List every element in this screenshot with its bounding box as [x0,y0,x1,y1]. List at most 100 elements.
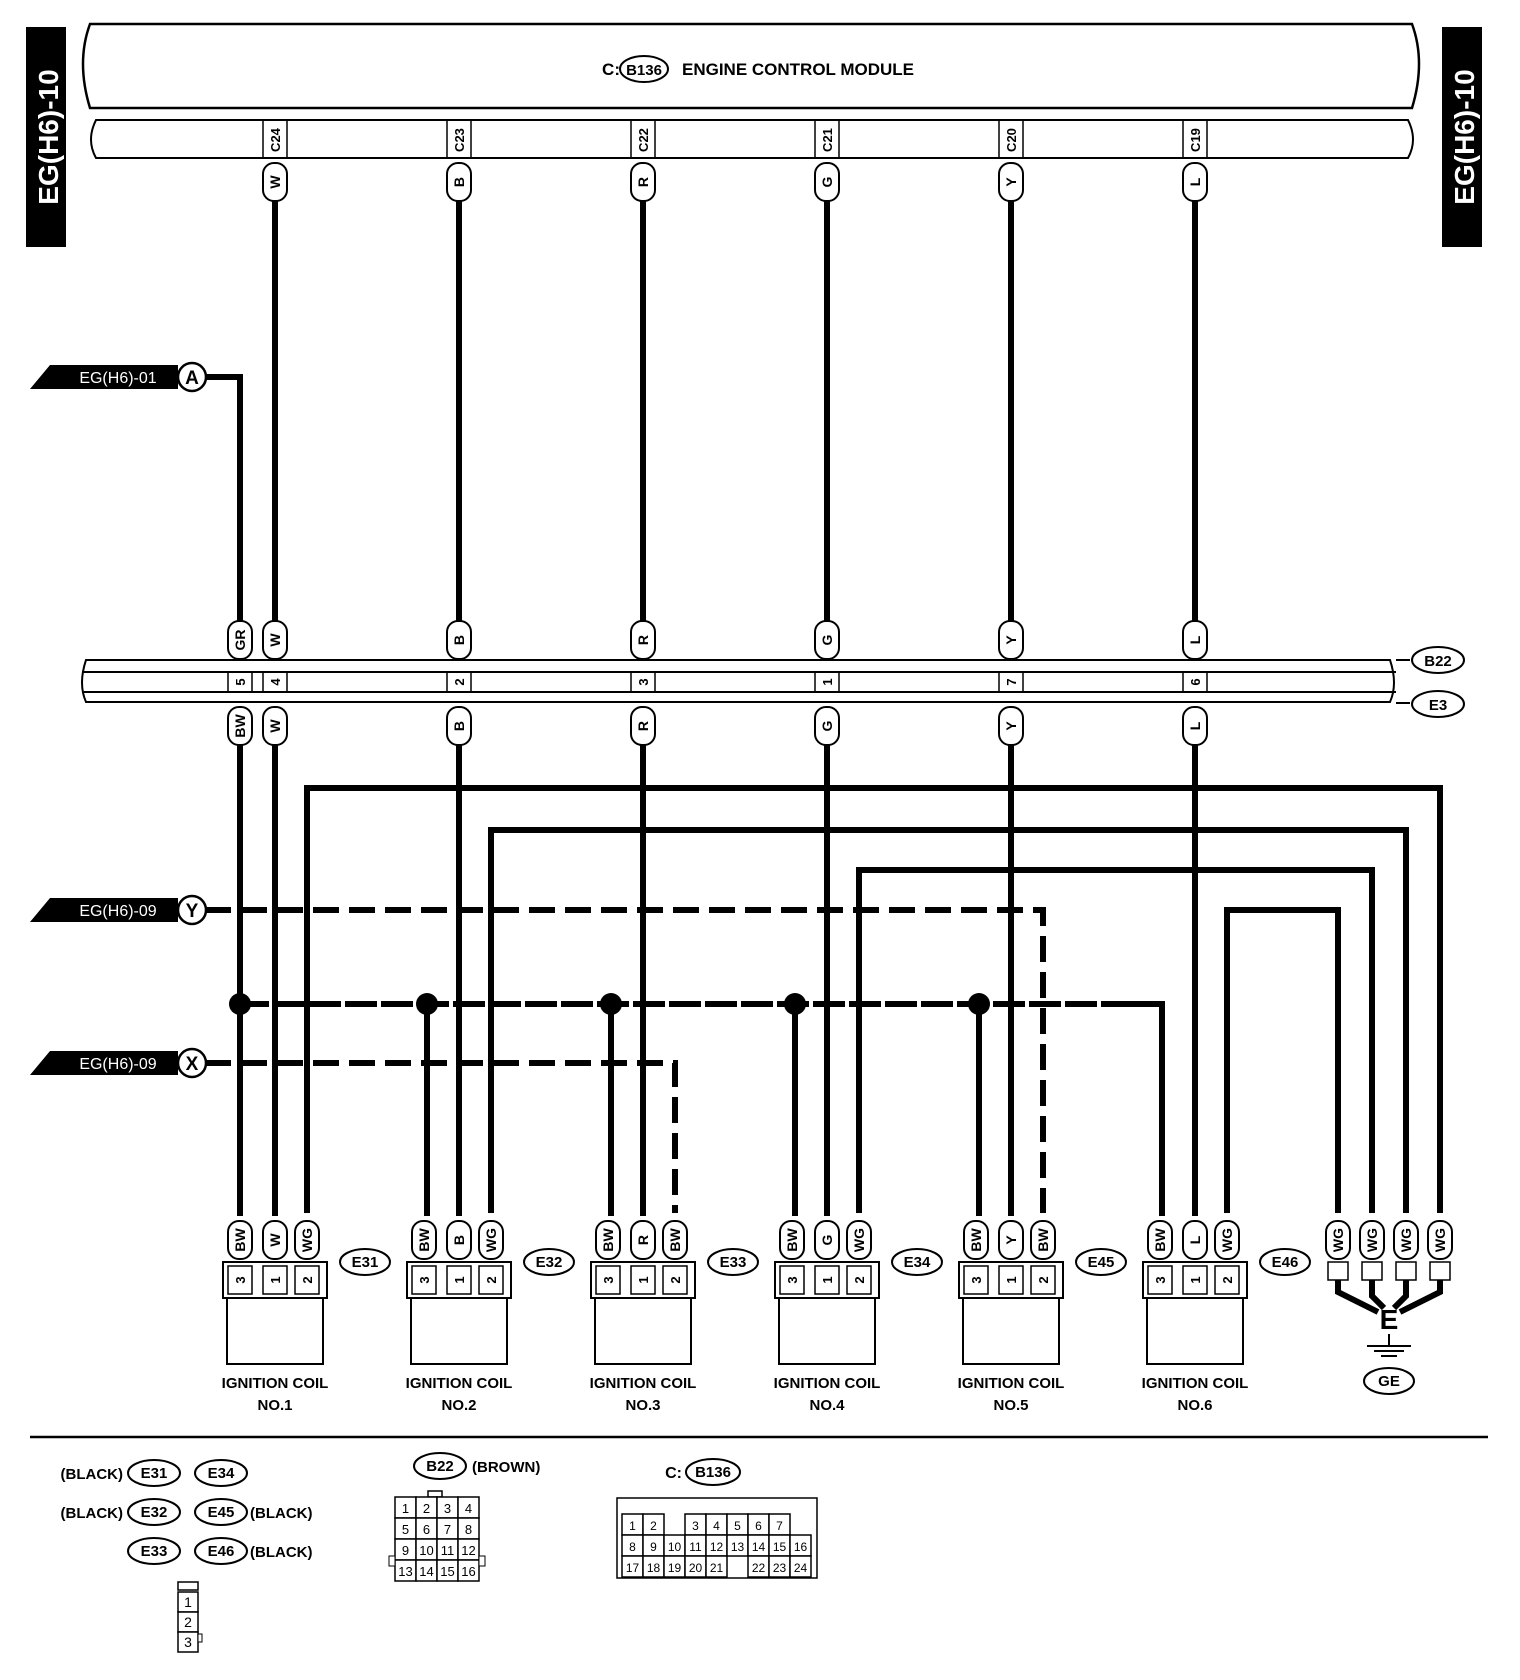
ecm-wire-tag-r-text: R [635,177,651,187]
junction-bottom-wire-l-text: L [1187,721,1203,730]
coil-connector-badge-text: E31 [352,1254,379,1271]
junction-terminal-6: L6L [1182,620,1208,746]
coil-connector-badge-ring [1259,1248,1311,1276]
wire-gr-feed [205,374,243,622]
coil-label: IGNITION COIL [590,1375,697,1392]
ground-wire-end-2 [1361,1261,1383,1281]
junction-bottom-wire-g-box [814,706,840,746]
junction-top-wire-l-text: L [1187,635,1203,644]
coil-pin-label: 3 [969,1276,984,1283]
legend-badge-b136-text: B136 [695,1464,731,1481]
legend-badge-b136: B136 [685,1458,741,1486]
legend-b136-pin-label: 1 [629,1519,636,1533]
offpage-ref-ring [176,1047,208,1079]
junction-bottom-wire-y-text: Y [1003,721,1019,731]
junction-terminal-4: W4W [262,620,288,746]
coil-pin-cell [779,1265,805,1295]
coil-wire-tag-wg: WG [846,1220,872,1260]
ground-wire-tag-1-box [1325,1220,1351,1260]
junction-terminal-2: B2B [446,620,472,746]
coil-pin-label: 3 [417,1276,432,1283]
coil-wire-tag-w: W [262,1220,288,1260]
ecm-title: C: B136 ENGINE CONTROL MODULE [602,55,914,83]
coil-wire-tag-bw-box [411,1220,437,1260]
signal-wire-group [205,201,1443,1216]
junction-top-wire-r-text: R [635,635,651,645]
coil-wire-tag-bw-text: BW [784,1228,800,1252]
ecm-wire-tag-g-text: G [819,176,835,187]
junction-terminal-7: Y7Y [998,620,1024,746]
ground-wire-tag-1: WG [1325,1220,1351,1260]
junction-bottom-wire-b-box [446,706,472,746]
ecm-connector-badge [619,55,669,83]
junction-bottom-wire-g-text: G [819,720,835,731]
junction-bottom-wire-bw: BW [227,706,253,746]
junction-bottom-wire-y: Y [998,706,1024,746]
coil-wire-tag-bw: BW [662,1220,688,1260]
coil-pin-cell [1147,1265,1173,1295]
right-section-tab: EG(H6)-10 [1442,27,1482,247]
ground-wire-tag-2-text: WG [1364,1228,1380,1252]
coil-pin-label: 1 [1188,1276,1203,1283]
coil-wire-tag-wg-text: WG [483,1228,499,1252]
coil-wire-tag-bw-text: BW [232,1228,248,1252]
legend-b22-pin-label: 16 [461,1564,475,1579]
junction-top-wire-gr-text: GR [232,630,248,651]
ground-lead-4 [1398,1280,1443,1315]
coil-wire-tag-bw: BW [963,1220,989,1260]
legend-color-e32: (BLACK) [61,1505,123,1522]
coil-label: IGNITION COIL [406,1375,513,1392]
coil-connector-badge: E34 [891,1248,943,1276]
coil-wire-tag-l-box [1182,1220,1208,1260]
ground-lead-2 [1369,1280,1387,1311]
junction-lower-connector-id: E3 [1429,697,1447,714]
coil-wire-tag-wg: WG [1214,1220,1240,1260]
legend-coil-latch [197,1633,203,1643]
legend-b22-key [427,1490,443,1498]
coil-wire-tag-wg-text: WG [299,1228,315,1252]
coil-wire-tag-wg-box [1214,1220,1240,1260]
legend-b136-pin-label: 18 [647,1561,661,1575]
coil-pin-label: 2 [484,1276,499,1283]
legend-b22-pin-label: 15 [440,1564,454,1579]
junction-pin-label: 4 [268,678,283,686]
ecm-wire-tag-l: L [1182,162,1208,202]
coil-pin-cell [595,1265,621,1295]
junction-top-wire-b-text: B [451,635,467,645]
coil-body [778,1297,876,1365]
coil-wire-tag-wg-box [294,1220,320,1260]
junction-pin-label: 2 [452,678,467,685]
coil-pin-label: 2 [668,1276,683,1283]
legend-badge-b22: B22 [413,1452,467,1480]
ground-wire-tag-3-text: WG [1398,1228,1414,1252]
legend-b136-shell [616,1497,818,1579]
junction-bottom-wire-bw-box [227,706,253,746]
coil-connector-badge-ring [891,1248,943,1276]
coil-wire-tag-g: G [814,1220,840,1260]
coil-connector-badge-text: E33 [720,1254,747,1271]
junction-bottom-wire-g: G [814,706,840,746]
coil-pin-label: 3 [1153,1276,1168,1283]
coil-pin-cell [478,1265,504,1295]
junction-bottom-wire-l-box [1182,706,1208,746]
coil-label: IGNITION COIL [1142,1375,1249,1392]
junction-top-wire-gr: GR [227,620,253,660]
legend-b136-pin-label: 3 [692,1519,699,1533]
coil-body [226,1297,324,1365]
legend-badge-e31: E31 [127,1459,181,1487]
legend-badge-b22-text: B22 [426,1458,454,1475]
coil-wire-tag-l-text: L [1187,1235,1203,1244]
legend-coil-pin-label: 1 [184,1594,192,1610]
legend-badge-e32: E32 [127,1498,181,1526]
coil-wire-tag-bw: BW [227,1220,253,1260]
coil-body [1146,1297,1244,1365]
